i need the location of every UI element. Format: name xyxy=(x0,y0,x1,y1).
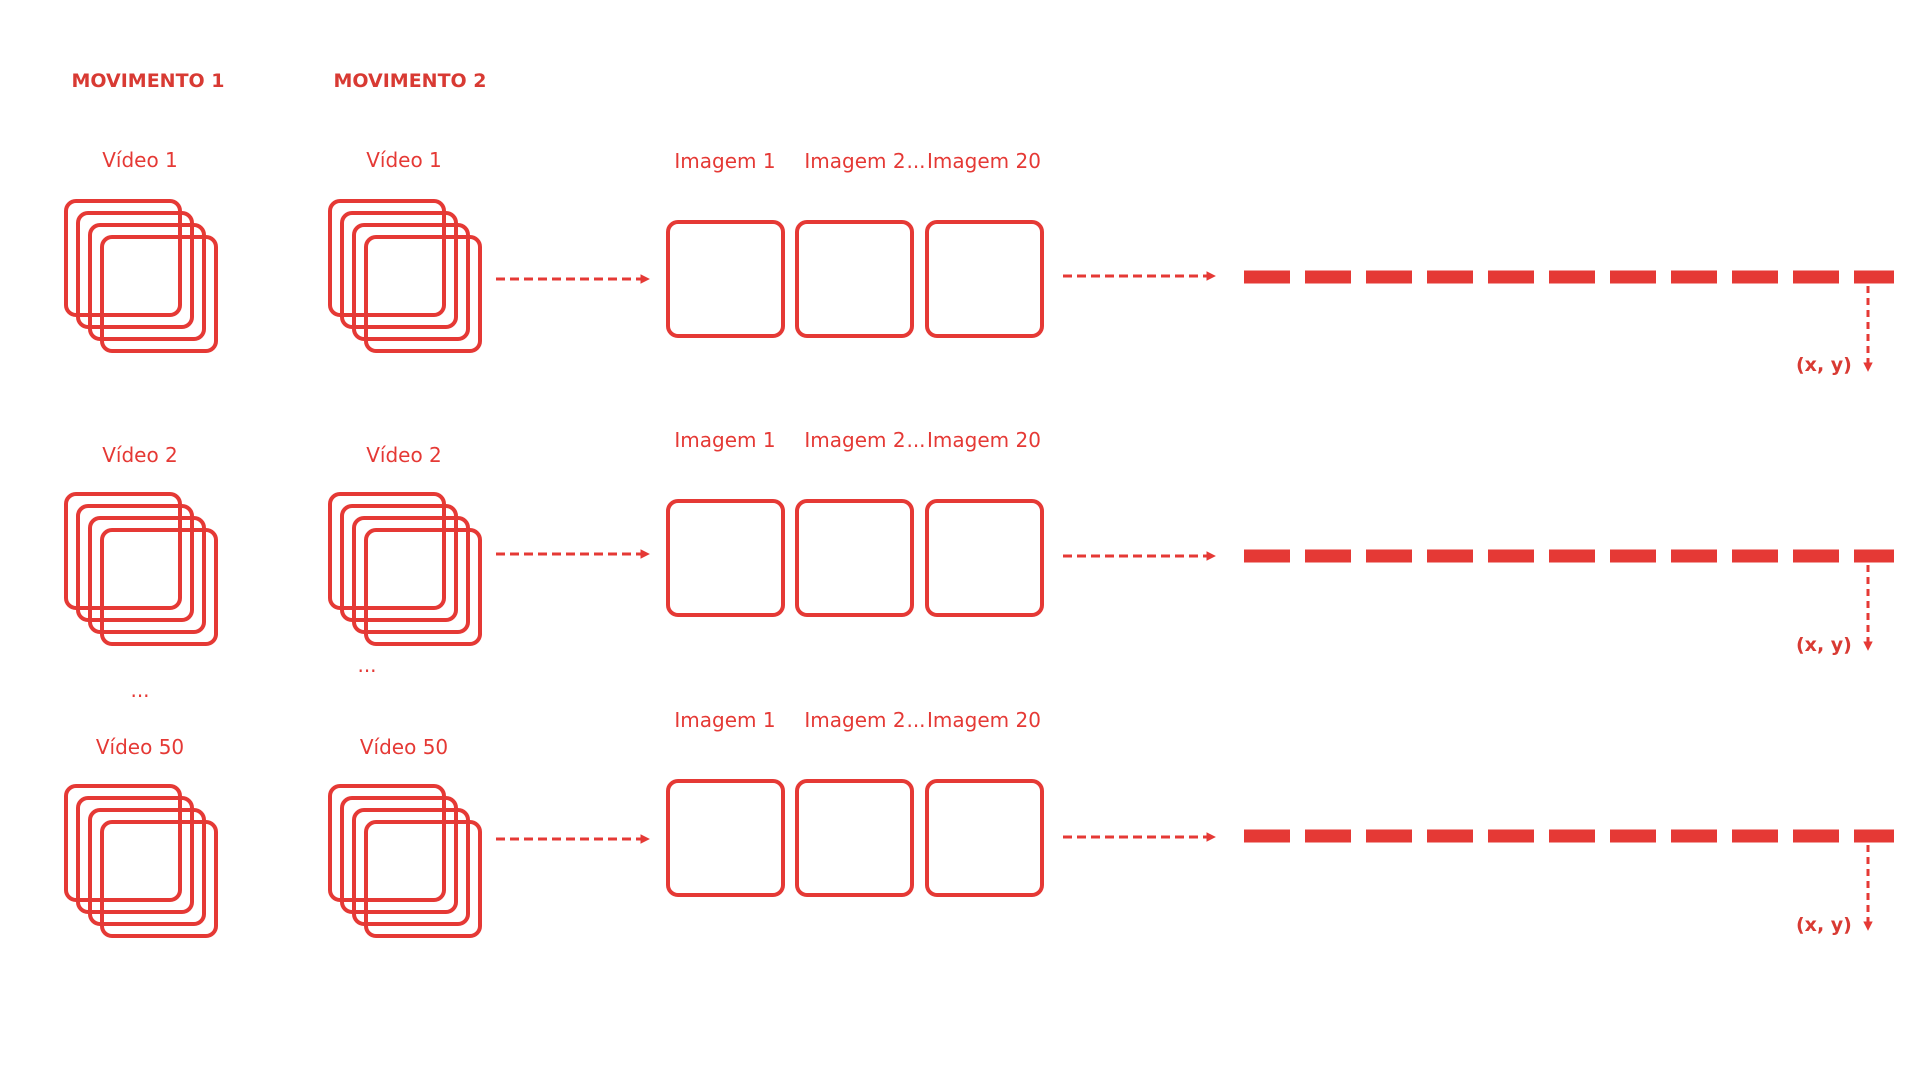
video-stack-icon xyxy=(328,492,482,646)
video-stack-icon xyxy=(64,784,218,938)
image-frames xyxy=(666,499,1044,617)
image-frames xyxy=(666,779,1044,897)
output-coordinate: (x, y) xyxy=(1796,914,1852,936)
image-ellipsis: ... xyxy=(906,428,926,452)
frame-icon xyxy=(666,499,785,617)
image-ellipsis: ... xyxy=(906,149,926,173)
image-label: Imagem 2 xyxy=(804,149,906,173)
gap-ellipsis: ... xyxy=(357,653,377,677)
image-label: Imagem 1 xyxy=(674,708,776,732)
output-coordinate: (x, y) xyxy=(1796,354,1852,376)
video-stack-icon xyxy=(328,784,482,938)
image-label: Imagem 1 xyxy=(674,149,776,173)
video-label: Vídeo 2 xyxy=(102,443,178,467)
video-label: Vídeo 2 xyxy=(366,443,442,467)
frame-icon xyxy=(795,779,914,897)
frame-icon xyxy=(925,499,1044,617)
video-label: Vídeo 1 xyxy=(366,148,442,172)
header-movimento-1: MOVIMENTO 1 xyxy=(71,70,225,92)
gap-ellipsis: ... xyxy=(130,678,150,702)
frame-icon xyxy=(666,220,785,338)
output-coordinate: (x, y) xyxy=(1796,634,1852,656)
row-3 xyxy=(64,779,1894,938)
row-1 xyxy=(64,199,1894,372)
frame-icon xyxy=(795,220,914,338)
row-2 xyxy=(64,492,1894,651)
frame-icon xyxy=(925,779,1044,897)
header-movimento-2: MOVIMENTO 2 xyxy=(333,70,487,92)
video-stack-icon xyxy=(328,199,482,353)
image-label: Imagem 20 xyxy=(927,428,1041,452)
video-stack-icon xyxy=(64,199,218,353)
image-label: Imagem 20 xyxy=(927,149,1041,173)
video-label: Vídeo 50 xyxy=(95,735,185,759)
image-label: Imagem 20 xyxy=(927,708,1041,732)
video-label: Vídeo 1 xyxy=(102,148,178,172)
frame-icon xyxy=(795,499,914,617)
video-label: Vídeo 50 xyxy=(359,735,449,759)
image-label: Imagem 1 xyxy=(674,428,776,452)
frame-icon xyxy=(666,779,785,897)
image-ellipsis: ... xyxy=(906,708,926,732)
image-label: Imagem 2 xyxy=(804,708,906,732)
image-frames xyxy=(666,220,1044,338)
image-label: Imagem 2 xyxy=(804,428,906,452)
frame-icon xyxy=(925,220,1044,338)
video-stack-icon xyxy=(64,492,218,646)
